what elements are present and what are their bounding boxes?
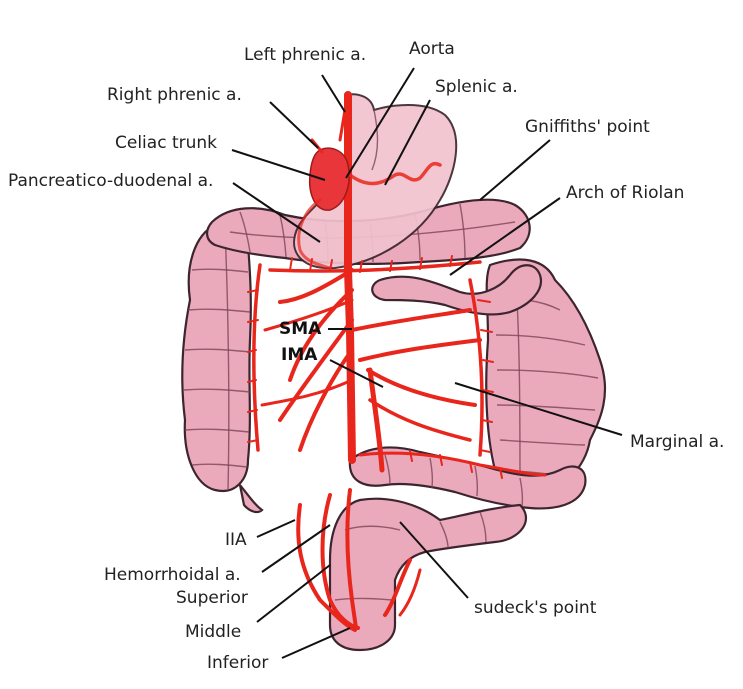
ascending-colon	[181, 221, 264, 514]
labels: Left phrenic a. Aorta Right phrenic a. S…	[8, 39, 724, 673]
label-marginal: Marginal a.	[630, 432, 724, 452]
label-left-phrenic: Left phrenic a.	[244, 45, 366, 65]
label-inferior: Inferior	[207, 653, 268, 673]
label-aorta: Aorta	[409, 39, 455, 59]
label-right-phrenic: Right phrenic a.	[107, 85, 242, 105]
label-superior: Superior	[176, 588, 248, 608]
label-sudecks-point: sudeck's point	[474, 598, 597, 618]
small-bowel-loop	[371, 264, 543, 316]
label-middle: Middle	[185, 622, 241, 642]
label-hemorrhoidal: Hemorrhoidal a.	[104, 565, 241, 585]
arteries	[247, 91, 547, 632]
label-iia: IIA	[225, 530, 247, 550]
label-griffiths-point: Gniffiths' point	[525, 117, 650, 137]
label-celiac-trunk: Celiac trunk	[115, 133, 217, 153]
leader-lines	[231, 67, 623, 659]
label-splenic: Splenic a.	[435, 77, 518, 97]
label-pancreaticoduodenal: Pancreatico-duodenal a.	[8, 171, 213, 191]
label-arch-of-riolan: Arch of Riolan	[566, 183, 684, 203]
label-sma: SMA	[279, 319, 322, 339]
label-ima: IMA	[281, 345, 318, 365]
celiac-trunk-vessel	[308, 147, 350, 211]
